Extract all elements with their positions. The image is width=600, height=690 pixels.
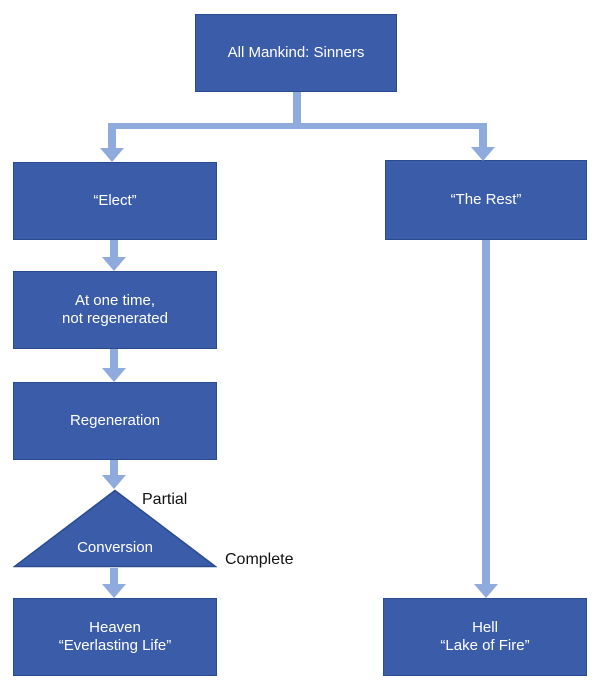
arrow-head-icon bbox=[102, 584, 126, 598]
arrow-shaft bbox=[110, 349, 118, 369]
arrow-head-icon bbox=[102, 368, 126, 382]
arrow-shaft bbox=[110, 460, 118, 476]
node-label: All Mankind: Sinners bbox=[227, 44, 365, 61]
node-conversion-label: Conversion bbox=[77, 539, 153, 556]
arrow-elect-to-at-one-time bbox=[102, 240, 126, 271]
node-label-line1: Heaven bbox=[89, 619, 141, 636]
connector-root-stub bbox=[293, 92, 301, 128]
annotation-complete: Complete bbox=[225, 551, 294, 568]
node-hell-lake-of-fire: Hell “Lake of Fire” bbox=[383, 598, 587, 676]
arrow-at-one-time-to-regeneration bbox=[102, 349, 126, 382]
arrow-root-to-the-rest bbox=[471, 123, 495, 161]
node-elect: “Elect” bbox=[13, 162, 217, 240]
arrow-head-icon bbox=[474, 584, 498, 598]
node-heaven-everlasting-life: Heaven “Everlasting Life” bbox=[13, 598, 217, 676]
node-label: “The Rest” bbox=[450, 191, 522, 208]
arrow-the-rest-to-hell bbox=[474, 240, 498, 598]
arrow-head-icon bbox=[102, 475, 126, 489]
node-conversion-triangle bbox=[13, 489, 217, 568]
arrow-root-to-elect bbox=[100, 123, 124, 162]
arrow-head-icon bbox=[100, 148, 124, 162]
annotation-partial: Partial bbox=[142, 491, 188, 508]
node-regeneration: Regeneration bbox=[13, 382, 217, 460]
node-label-line2: not regenerated bbox=[62, 310, 168, 327]
node-the-rest: “The Rest” bbox=[385, 160, 587, 240]
node-label-line2: “Everlasting Life” bbox=[58, 637, 172, 654]
node-label: Regeneration bbox=[69, 412, 161, 429]
triangle-shape-icon bbox=[13, 489, 217, 568]
node-label: “Elect” bbox=[93, 192, 137, 209]
arrow-conversion-to-heaven bbox=[102, 568, 126, 598]
arrow-shaft bbox=[110, 240, 118, 258]
arrow-regeneration-to-conversion bbox=[102, 460, 126, 489]
node-label-line1: At one time, bbox=[74, 292, 156, 309]
arrow-head-icon bbox=[471, 147, 495, 161]
node-label-line1: Hell bbox=[472, 619, 498, 636]
arrow-shaft bbox=[479, 123, 487, 148]
arrow-head-icon bbox=[102, 257, 126, 271]
connector-branch-horizontal bbox=[108, 123, 487, 129]
node-at-one-time-not-regenerated: At one time, not regenerated bbox=[13, 271, 217, 349]
node-all-mankind-sinners: All Mankind: Sinners bbox=[195, 14, 397, 92]
node-label-line2: “Lake of Fire” bbox=[440, 637, 530, 654]
arrow-shaft bbox=[108, 123, 116, 149]
arrow-shaft bbox=[110, 568, 118, 585]
arrow-shaft bbox=[482, 240, 490, 585]
